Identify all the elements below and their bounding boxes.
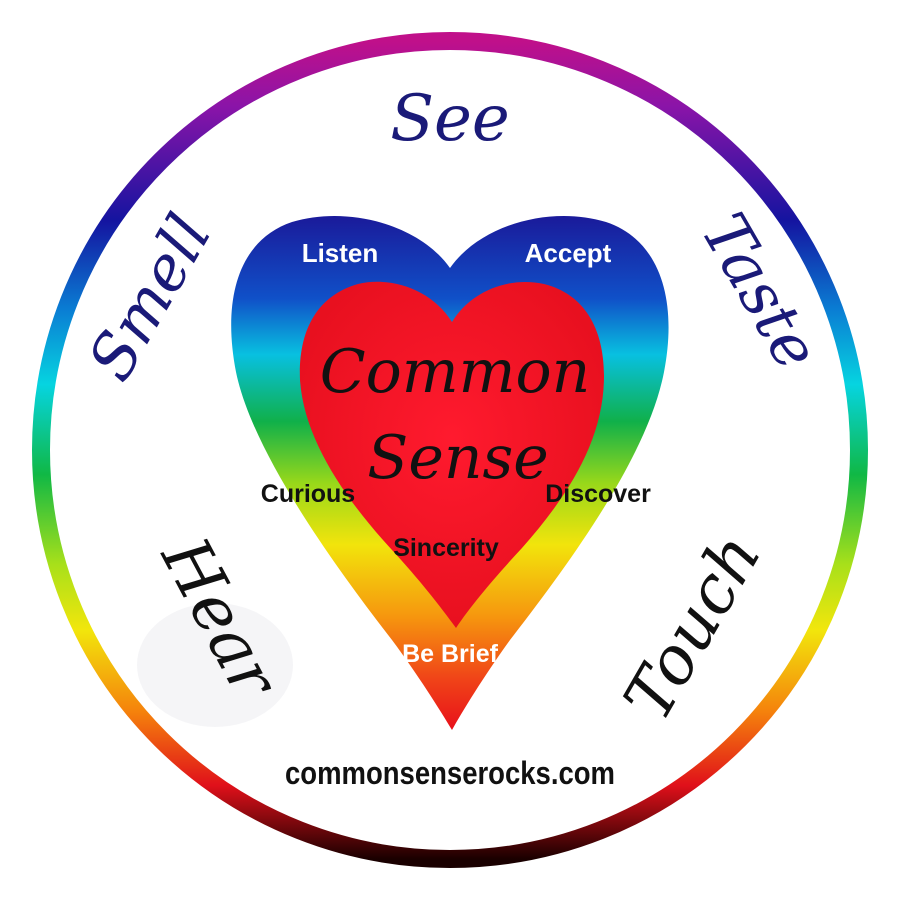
word-discover: Discover <box>545 480 651 508</box>
sense-taste: Taste <box>687 201 834 382</box>
word-accept: Accept <box>525 238 612 268</box>
word-listen: Listen <box>302 238 379 268</box>
heart-title-line2: Sense <box>367 423 549 493</box>
word-curious: Curious <box>261 480 355 508</box>
sense-touch: Touch <box>609 521 776 733</box>
inner-red-heart <box>299 281 604 628</box>
sense-see: See <box>390 82 510 156</box>
word-sincerity: Sincerity <box>393 534 499 562</box>
word-be-brief: Be Brief <box>402 640 499 668</box>
rainbow-ring <box>32 32 868 868</box>
haze <box>137 603 293 727</box>
heart-title-line1: Common <box>320 337 591 407</box>
website-url: commonsenserocks.com <box>285 755 615 791</box>
